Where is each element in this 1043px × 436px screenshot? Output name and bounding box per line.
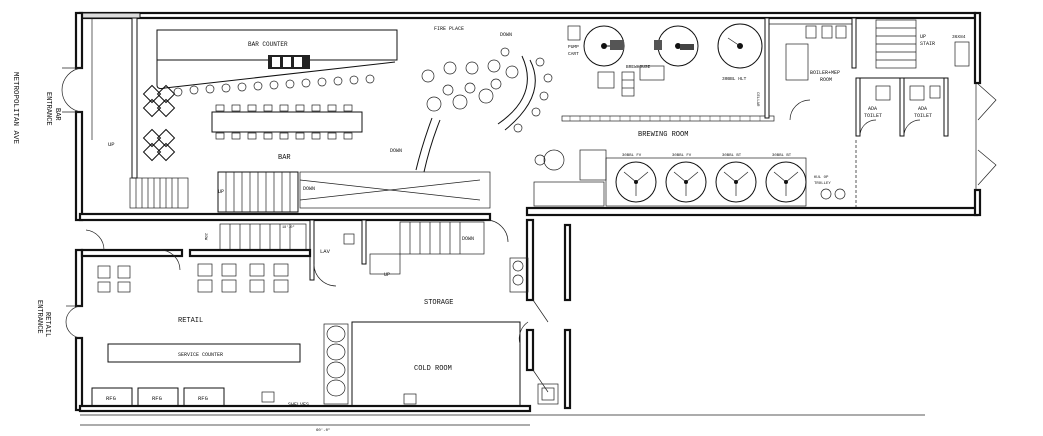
stair-dim-label: 18'-0" [282, 225, 295, 230]
down-label-storage-stair: DOWN [462, 236, 474, 242]
up-stair-label-2: STAIR [920, 41, 935, 47]
kegs [326, 325, 346, 397]
curved-banquette [497, 55, 536, 131]
brewhouse-vessels [583, 25, 699, 67]
bar-entrance-door[interactable] [61, 67, 83, 113]
street-label: METROPOLITAN AVE [11, 72, 19, 145]
bar-stair: UP DOWN [217, 171, 315, 213]
storage-label: STORAGE [424, 299, 453, 307]
hot-liquor-tank [717, 23, 763, 69]
bottom-dim-label: 60'-0" [316, 428, 330, 433]
up-label-bar-stair: UP [218, 189, 224, 195]
trolley-label-2: TROLLEY [814, 182, 831, 186]
ramp [299, 171, 491, 209]
hlt-label: 30BBL HLT [722, 76, 747, 82]
bar-area: UP BAR COUNTER [91, 17, 553, 213]
bar-counter-label: BAR COUNTER [248, 41, 288, 48]
lounge-seating [421, 47, 553, 133]
pump-cart-label-2: CART [568, 51, 579, 57]
ada-toilet-2-label-2: TOILET [914, 113, 932, 119]
ada-toilet-2-label: ADA [918, 106, 927, 112]
retail-entrance-door[interactable] [65, 305, 83, 339]
two-dw-label: 2DW [203, 233, 207, 241]
brewing-room-label: BREWING ROOM [638, 131, 688, 139]
retail-area: RETAIL SERVICE COUNTER RFG RFG RFG SHELV… [80, 229, 530, 433]
cold-room-label: COLD ROOM [414, 365, 452, 373]
dims-label: 36X84 [952, 34, 966, 40]
storage-area: STORAGE COLD ROOM [323, 257, 559, 407]
service-counter-label: SERVICE COUNTER [178, 352, 223, 358]
right-entrance-doors[interactable] [975, 83, 997, 190]
boiler-room: BOILER+MEP ROOM [764, 17, 857, 121]
rfg-label-2: RFG [152, 395, 162, 402]
bt-label-2: 30BBL BT [772, 154, 792, 158]
down-label-fireplace: DOWN [500, 32, 512, 38]
fire-place-label: FIRE PLACE [434, 26, 464, 32]
brewhouse-label: BREWHOUSE [626, 64, 651, 70]
down-label-curve: DOWN [390, 148, 402, 154]
refrigerators [91, 387, 225, 407]
up-stair-block: UP STAIR 36X84 [875, 19, 970, 69]
communal-table [211, 104, 363, 140]
down-label-bar-stair: DOWN [303, 186, 315, 192]
cellar-control-label: CELLAR [755, 92, 759, 107]
bar-entrance-label-2: ENTRANCE [44, 92, 52, 126]
up-label-storage: UP [384, 272, 390, 278]
up-stair-label: UP [920, 34, 926, 40]
bar-entrance-label: BAR [53, 108, 61, 121]
service-counter [107, 343, 301, 363]
ada-toilet-1-label-2: TOILET [864, 113, 882, 119]
ada-toilet-1-label: ADA [868, 106, 877, 112]
retail-label: RETAIL [178, 317, 203, 325]
rfg-label-3: RFG [198, 395, 208, 402]
four-top-tables [142, 84, 176, 162]
fv-label-2: 30BBL FV [672, 154, 692, 158]
retail-entrance-label-2: ENTRANCE [35, 300, 43, 334]
floor-trench [561, 115, 775, 122]
shelves-label: SHELVES [288, 402, 309, 408]
up-label-vestibule: UP [108, 141, 115, 148]
bar-room-label: BAR [278, 154, 291, 162]
pump-cart-label: PUMP [568, 44, 579, 50]
ada-toilets: ADA TOILET ADA TOILET [855, 77, 949, 208]
rfg-label-1: RFG [106, 395, 116, 402]
lav-block: LAV 2DW 18'-0" DOWN UP [203, 219, 509, 287]
retail-tables [97, 263, 289, 293]
trolley-label: KUL OP [814, 176, 829, 180]
bar-stools [173, 74, 375, 97]
lav-label: LAV [320, 248, 331, 255]
boiler-room-label-2: ROOM [820, 77, 832, 83]
bt-label-1: 30BBL BT [722, 154, 742, 158]
exterior-walls [74, 11, 982, 416]
vestibule-stair [129, 177, 189, 209]
retail-entrance-label: RETAIL [43, 312, 51, 337]
boiler-room-label: BOILER+MEP [810, 70, 840, 76]
brewing-room: PUMP CART BREWHOUSE 30BBL HLT CELLAR [533, 23, 846, 207]
fermenter-tanks [605, 157, 807, 207]
fv-label-1: 30BBL FV [622, 154, 642, 158]
